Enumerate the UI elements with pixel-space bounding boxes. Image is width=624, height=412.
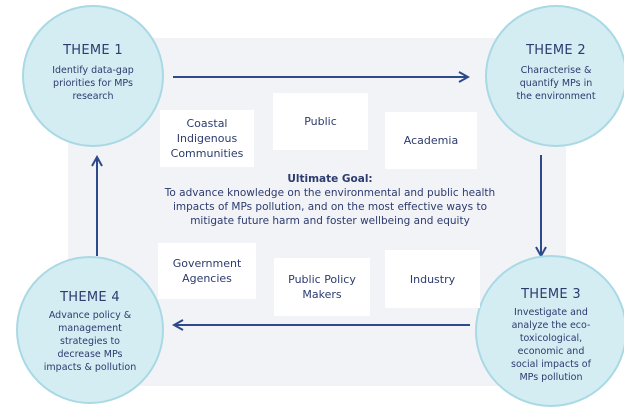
ultimate-goal: Ultimate Goal: To advance knowledge on t… <box>150 172 510 228</box>
goal-title: Ultimate Goal: <box>287 173 373 185</box>
stakeholder-industry: Industry <box>385 250 480 308</box>
theme-3-circle: THEME 3 Investigate and analyze the eco-… <box>475 255 624 407</box>
stakeholder-policy-makers: Public Policy Makers <box>274 258 370 316</box>
goal-text: To advance knowledge on the environmenta… <box>164 187 496 227</box>
theme-title: THEME 4 <box>60 290 120 305</box>
theme-title: THEME 2 <box>526 43 586 58</box>
theme-description: Advance policy & management strategies t… <box>43 310 137 373</box>
stakeholder-government: Government Agencies <box>158 243 256 299</box>
stakeholder-coastal-indigenous: Coastal Indigenous Communities <box>160 110 254 167</box>
theme-title: THEME 3 <box>521 287 581 302</box>
theme-4-circle: THEME 4 Advance policy & management stra… <box>16 256 164 404</box>
stakeholder-academia: Academia <box>385 112 477 169</box>
theme-description: Characterise & quantify MPs in the envir… <box>516 65 596 102</box>
theme-description: Investigate and analyze the eco-toxicolo… <box>511 307 591 383</box>
stakeholder-public: Public <box>273 93 368 150</box>
theme-2-circle: THEME 2 Characterise & quantify MPs in t… <box>485 5 624 147</box>
theme-description: Identify data-gap priorities for MPs res… <box>52 65 134 102</box>
theme-1-circle: THEME 1 Identify data-gap priorities for… <box>22 5 164 147</box>
theme-title: THEME 1 <box>63 43 123 58</box>
